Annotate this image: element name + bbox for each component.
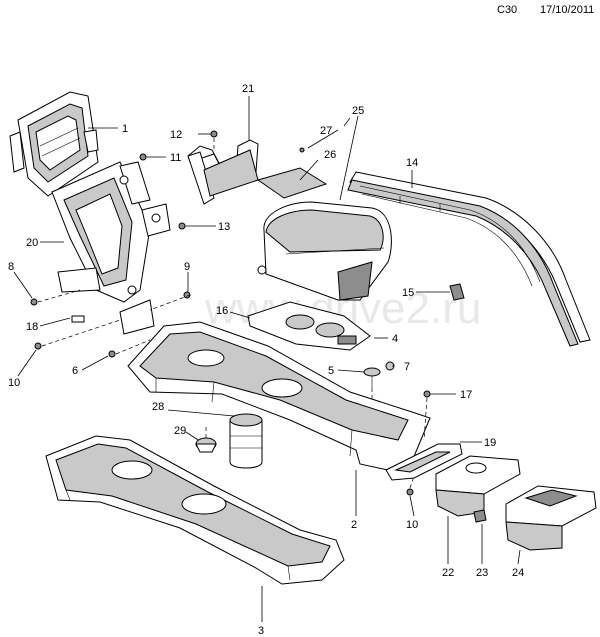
assembly-lines bbox=[37, 138, 428, 489]
callout-5: 5 bbox=[328, 365, 334, 377]
part-5-knob bbox=[363, 367, 381, 388]
callouts: 1 2 3 4 5 6 7 8 9 10 10 11 12 13 14 15 1… bbox=[8, 83, 524, 637]
part-22-storage-tray bbox=[435, 455, 521, 517]
callout-20: 20 bbox=[26, 237, 38, 249]
part-14-side-trim-strip bbox=[347, 171, 591, 347]
callout-3: 3 bbox=[258, 625, 264, 637]
callout-28: 28 bbox=[152, 401, 164, 413]
callout-23: 23 bbox=[476, 567, 488, 579]
part-1-bezel-frame bbox=[9, 91, 99, 197]
callout-12: 12 bbox=[170, 129, 182, 141]
part-21-support-bracket bbox=[187, 139, 259, 205]
part-27-pin bbox=[299, 147, 305, 153]
callout-19: 19 bbox=[484, 437, 496, 449]
part-18-clip bbox=[71, 315, 85, 323]
callout-29: 29 bbox=[174, 425, 186, 437]
callout-18: 18 bbox=[26, 321, 38, 333]
callout-11: 11 bbox=[170, 152, 181, 164]
callout-27: 27 bbox=[320, 125, 332, 137]
part-24-rear-tray bbox=[505, 485, 597, 551]
callout-8: 8 bbox=[8, 261, 14, 273]
part-29-cap bbox=[195, 437, 217, 453]
part-6-screw bbox=[108, 350, 116, 358]
part-15-clip bbox=[449, 283, 465, 301]
part-8-screw bbox=[30, 298, 38, 306]
part-13-screw bbox=[178, 222, 186, 230]
part-10b-screw bbox=[406, 488, 414, 496]
callout-14: 14 bbox=[406, 157, 418, 169]
part-17-screw bbox=[423, 390, 431, 398]
callout-10-right: 10 bbox=[406, 519, 418, 531]
part-11-screw bbox=[139, 153, 147, 161]
callout-6: 6 bbox=[72, 365, 78, 377]
callout-26: 26 bbox=[324, 149, 336, 161]
part-12-screw bbox=[210, 130, 218, 138]
callout-25: 25 bbox=[352, 105, 364, 117]
callout-24: 24 bbox=[512, 567, 524, 579]
part-2-upper-console bbox=[127, 321, 431, 471]
part-26-foam-pad bbox=[256, 167, 328, 199]
part-28-cup-container bbox=[229, 413, 263, 469]
part-3-lower-console-base bbox=[45, 435, 345, 585]
callout-2: 2 bbox=[351, 519, 357, 531]
callout-10-left: 10 bbox=[8, 377, 20, 389]
diagram-code: C30 bbox=[497, 4, 518, 16]
fasteners bbox=[30, 130, 431, 496]
callout-13: 13 bbox=[218, 221, 230, 233]
leader-lines bbox=[13, 96, 521, 622]
part-19-bracket-plate bbox=[385, 443, 463, 481]
part-25-armrest-box bbox=[257, 201, 392, 301]
callout-1: 1 bbox=[122, 123, 128, 135]
callout-22: 22 bbox=[442, 567, 454, 579]
callout-15: 15 bbox=[402, 287, 414, 299]
callout-16: 16 bbox=[216, 305, 228, 317]
callout-9: 9 bbox=[184, 261, 190, 273]
callout-7: 7 bbox=[404, 361, 410, 373]
diagram-date: 17/10/2011 bbox=[540, 4, 595, 16]
callout-21: 21 bbox=[242, 83, 254, 95]
part-23-clip bbox=[473, 509, 487, 523]
part-4-cupholder-insert bbox=[247, 301, 371, 351]
part-20-mounting-bracket bbox=[51, 161, 171, 335]
callout-4: 4 bbox=[392, 333, 398, 345]
part-10-screw bbox=[34, 342, 42, 350]
callout-17: 17 bbox=[460, 389, 472, 401]
